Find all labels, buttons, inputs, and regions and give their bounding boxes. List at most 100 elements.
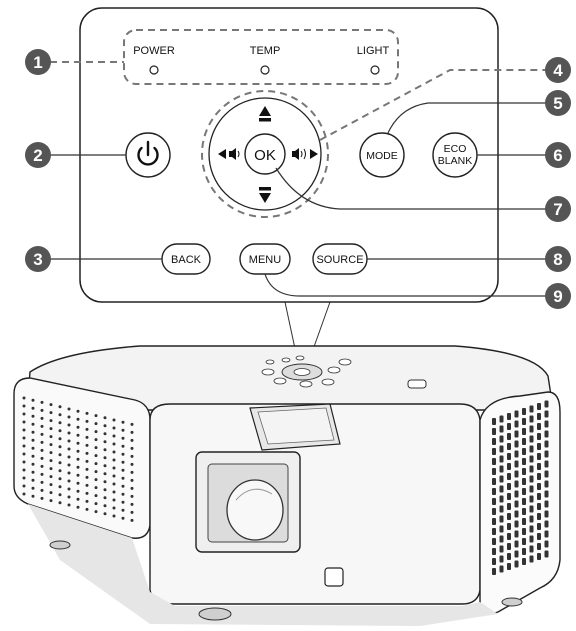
front-foot [198, 607, 232, 621]
vent-hole [121, 444, 125, 448]
svg-text:5: 5 [553, 94, 562, 113]
vent-hole [31, 478, 35, 482]
vent-slot [499, 525, 504, 533]
vent-hole [94, 494, 98, 498]
vent-slot [537, 503, 541, 510]
vent-slot [529, 505, 534, 513]
callout-leader-lines [50, 61, 546, 297]
vent-hole [121, 460, 125, 464]
vent-hole [94, 454, 98, 458]
vent-hole [121, 428, 125, 432]
vent-slot [544, 430, 549, 438]
vent-hole [76, 473, 80, 477]
projector-illustration [13, 301, 561, 626]
vent-hole [121, 508, 125, 512]
vent-slot [522, 448, 526, 455]
vent-slot [507, 523, 511, 530]
vent-hole [103, 456, 107, 460]
vent-hole [94, 510, 98, 514]
vent-slot [544, 480, 549, 488]
vent-hole [121, 452, 125, 456]
vent-slot [492, 458, 496, 465]
vent-hole [112, 482, 116, 486]
vent-slot [507, 453, 511, 460]
vent-hole [49, 435, 53, 439]
svg-text:7: 7 [553, 200, 562, 219]
vent-slot [537, 473, 541, 480]
vent-slot [544, 470, 549, 478]
vent-hole [103, 464, 107, 468]
vent-slot [507, 563, 511, 570]
vent-hole [130, 446, 134, 450]
vent-hole [130, 462, 134, 466]
vent-slot [537, 533, 541, 540]
vent-slot [514, 510, 519, 518]
keystone-up-arrow-icon[interactable] [259, 106, 271, 122]
vent-hole [85, 499, 89, 503]
vent-slot [499, 425, 504, 433]
keystone-down-arrow-icon[interactable] [259, 187, 271, 203]
vent-hole [85, 419, 89, 423]
vent-slot [529, 435, 534, 443]
vent-slot [544, 500, 549, 508]
vent-hole [67, 407, 71, 411]
svg-text:1: 1 [33, 53, 42, 72]
vent-hole [67, 463, 71, 467]
vent-hole [67, 447, 71, 451]
vent-slot [537, 483, 541, 490]
ok-button[interactable] [244, 133, 286, 175]
vent-hole [22, 492, 26, 496]
vent-hole [85, 427, 89, 431]
vent-slot [499, 515, 504, 523]
vent-hole [22, 404, 26, 408]
right-vent-grille [492, 400, 549, 575]
callout-badge-9: 9 [545, 283, 571, 309]
light-indicator-light [370, 65, 380, 75]
vent-hole [130, 494, 134, 498]
vent-hole [22, 436, 26, 440]
svg-text:8: 8 [553, 250, 562, 269]
vent-hole [58, 445, 62, 449]
vent-slot [514, 450, 519, 458]
vent-hole [112, 506, 116, 510]
vent-slot [507, 443, 511, 450]
volume-down-left-arrow-icon[interactable] [218, 148, 240, 160]
vent-slot [499, 465, 504, 473]
volume-up-right-arrow-icon[interactable] [292, 148, 318, 160]
vent-slot [522, 428, 526, 435]
vent-slot [544, 420, 549, 428]
callout-badge-4: 4 [545, 57, 571, 83]
vent-hole [58, 501, 62, 505]
vent-hole [85, 475, 89, 479]
vent-slot [522, 558, 526, 565]
vent-hole [121, 476, 125, 480]
vent-hole [58, 485, 62, 489]
vent-slot [499, 535, 504, 543]
mode-button[interactable] [359, 132, 405, 178]
vent-hole [67, 455, 71, 459]
vent-slot [544, 510, 549, 518]
vent-hole [58, 477, 62, 481]
vent-hole [121, 492, 125, 496]
vent-hole [40, 464, 44, 468]
vent-hole [130, 454, 134, 458]
vent-hole [67, 487, 71, 491]
ir-sensor [324, 567, 344, 587]
vent-hole [40, 448, 44, 452]
vent-hole [94, 470, 98, 474]
vent-slot [522, 408, 526, 415]
vent-slot [522, 438, 526, 445]
vent-slot [537, 523, 541, 530]
vent-slot [499, 485, 504, 493]
vent-slot [514, 500, 519, 508]
vent-hole [67, 503, 71, 507]
vent-hole [103, 440, 107, 444]
vent-slot [492, 538, 496, 545]
vent-hole [85, 459, 89, 463]
vent-slot [522, 488, 526, 495]
vent-slot [507, 543, 511, 550]
vent-hole [22, 452, 26, 456]
vent-slot [514, 560, 519, 568]
vent-slot [514, 530, 519, 538]
vent-slot [492, 548, 496, 555]
